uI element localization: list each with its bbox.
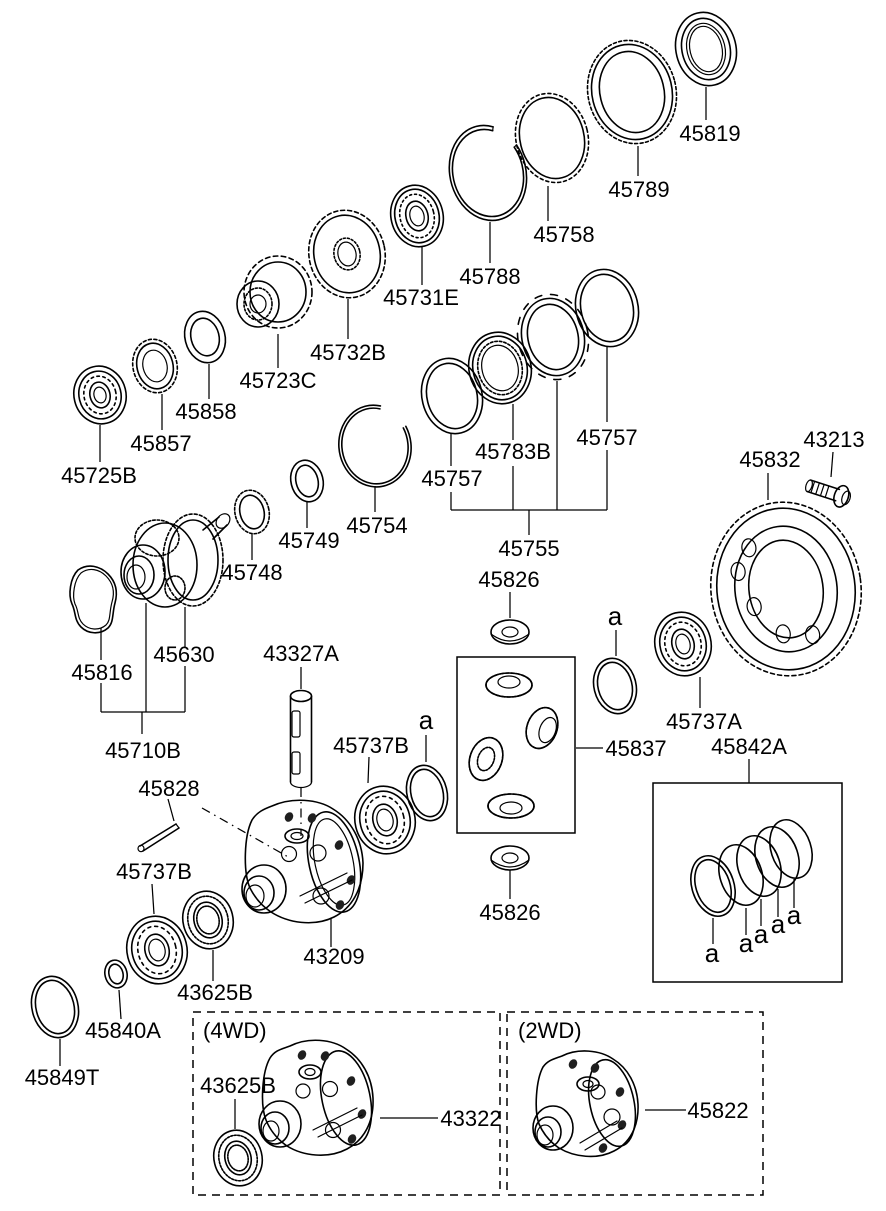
part-43209-diff-case-drawing: [241, 799, 364, 924]
leader-45840A: [118, 989, 122, 1020]
part-45737B-lower-bearing-drawing: [125, 915, 189, 985]
part-45826-top-washer-drawing: [490, 619, 530, 645]
part-45840A-ring-drawing: [104, 959, 128, 989]
box-45842A: [652, 782, 843, 983]
part-label-43322: 43322: [440, 1106, 501, 1131]
part-label-45731E: 45731E: [383, 285, 459, 310]
part-45737A-bearing-drawing: [653, 611, 713, 677]
part-label-45783B: 45783B: [475, 439, 551, 464]
part-label-45757-right: 45757: [576, 425, 637, 450]
part-label-45822: 45822: [687, 1098, 748, 1123]
part-45849T-ring-drawing: [30, 975, 80, 1039]
leader-45737B-center: [367, 756, 370, 784]
part-45819-seal-drawing: [674, 11, 738, 87]
part-45748-lock-washer-drawing: [233, 489, 271, 535]
part-label-45816: 45816: [71, 660, 132, 685]
part-label-45857: 45857: [130, 431, 191, 456]
leader-45737B-lower: [151, 883, 155, 915]
group-45837-spider-gears: [456, 656, 576, 834]
part-45758-synchro-ring-drawing: [514, 92, 590, 184]
part-label-45840A: 45840A: [85, 1018, 161, 1043]
part-45757-right-ring-drawing: [574, 268, 640, 348]
leader-45828: [167, 798, 175, 822]
part-45828-pin-drawing: [137, 823, 180, 853]
part-label-45737B-center: 45737B: [333, 733, 409, 758]
part-label-45732B: 45732B: [310, 340, 386, 365]
part-label-43213: 43213: [803, 427, 864, 452]
part-45723C-gear-drawing: [236, 255, 313, 329]
pin-alignment-dashed-line: [201, 807, 291, 859]
part-label-45826-bottom: 45826: [479, 900, 540, 925]
spring-label-a-3: a: [754, 919, 769, 949]
part-45789-toothed-ring-drawing: [586, 39, 678, 145]
part-label-45757-left: 45757: [421, 466, 482, 491]
part-label-45737A: 45737A: [666, 709, 742, 734]
part-45822-diff-case-drawing: [532, 1050, 639, 1158]
part-label-a-right: a: [608, 601, 623, 631]
spring-label-a-2: a: [739, 928, 754, 958]
part-43625B-4wd-bearing-drawing: [212, 1129, 264, 1187]
part-label-43209: 43209: [303, 944, 364, 969]
part-label-45842A: 45842A: [711, 734, 787, 759]
group-4wd-variant: (4WD) 43625B 43322: [192, 1011, 502, 1196]
part-45788-snap-ring-drawing: [448, 124, 528, 222]
part-45832-ring-gear-drawing: [709, 501, 863, 677]
spring-label-a-4: a: [771, 909, 786, 939]
box-45837: [456, 656, 576, 834]
part-label-45837: 45837: [605, 736, 666, 761]
part-label-45826-top: 45826: [478, 567, 539, 592]
part-label-45819: 45819: [679, 121, 740, 146]
spring-label-a-1: a: [705, 938, 720, 968]
part-45732B-sprocket-drawing: [307, 209, 387, 299]
part-45826-bottom-washer-drawing: [490, 845, 530, 871]
part-label-45828: 45828: [138, 776, 199, 801]
part-label-a-center: a: [419, 705, 434, 735]
bracket-45755: [450, 347, 608, 535]
part-label-45832: 45832: [739, 447, 800, 472]
part-45749-washer-drawing: [289, 459, 325, 503]
part-label-45749: 45749: [278, 528, 339, 553]
group-45842A-springs: a a a a a: [652, 782, 843, 983]
part-45630-diff-gear-assembly-drawing: [120, 513, 231, 608]
part-label-45748: 45748: [221, 560, 282, 585]
part-43625B-mid-bearing-drawing: [181, 890, 235, 950]
part-a-right-ring-drawing: [592, 657, 638, 715]
part-label-45755: 45755: [498, 536, 559, 561]
part-label-45754: 45754: [346, 513, 407, 538]
part-45857-toothed-washer-drawing: [131, 338, 179, 394]
part-45725B-bearing-drawing: [73, 365, 127, 425]
part-45754-snap-ring-drawing: [338, 404, 412, 488]
box-2wd: [506, 1011, 764, 1196]
part-45816-gasket-drawing: [69, 565, 118, 634]
spring-label-a-5: a: [787, 900, 802, 930]
part-label-45758: 45758: [533, 222, 594, 247]
part-43327A-shaft-drawing: [289, 689, 313, 836]
part-label-43625B-mid: 43625B: [177, 980, 253, 1005]
part-label-45789: 45789: [608, 177, 669, 202]
part-label-45737B-lower: 45737B: [116, 859, 192, 884]
part-label-45710B: 45710B: [105, 738, 181, 763]
group-2wd-variant: (2WD) 45822: [506, 1011, 764, 1196]
box-4wd: [192, 1011, 501, 1196]
part-label-45630: 45630: [153, 642, 214, 667]
leader-43213: [830, 451, 834, 478]
part-label-43327A: 43327A: [263, 641, 339, 666]
part-43322-diff-case-drawing: [258, 1039, 374, 1156]
part-label-45858: 45858: [175, 399, 236, 424]
variant-label-2wd: (2WD): [518, 1018, 582, 1043]
part-43213-bolt-drawing: [804, 479, 852, 508]
part-label-45788: 45788: [459, 264, 520, 289]
bracket-45710B: [100, 603, 186, 734]
part-label-45723C: 45723C: [239, 368, 316, 393]
part-label-45849T: 45849T: [25, 1065, 100, 1090]
part-45731E-bearing-drawing: [389, 184, 445, 248]
part-45858-washer-drawing: [183, 310, 227, 364]
part-label-45725B: 45725B: [61, 463, 137, 488]
part-45757-left-ring-drawing: [420, 357, 484, 435]
variant-label-4wd: (4WD): [203, 1018, 267, 1043]
part-a-center-ring-drawing: [405, 764, 449, 822]
